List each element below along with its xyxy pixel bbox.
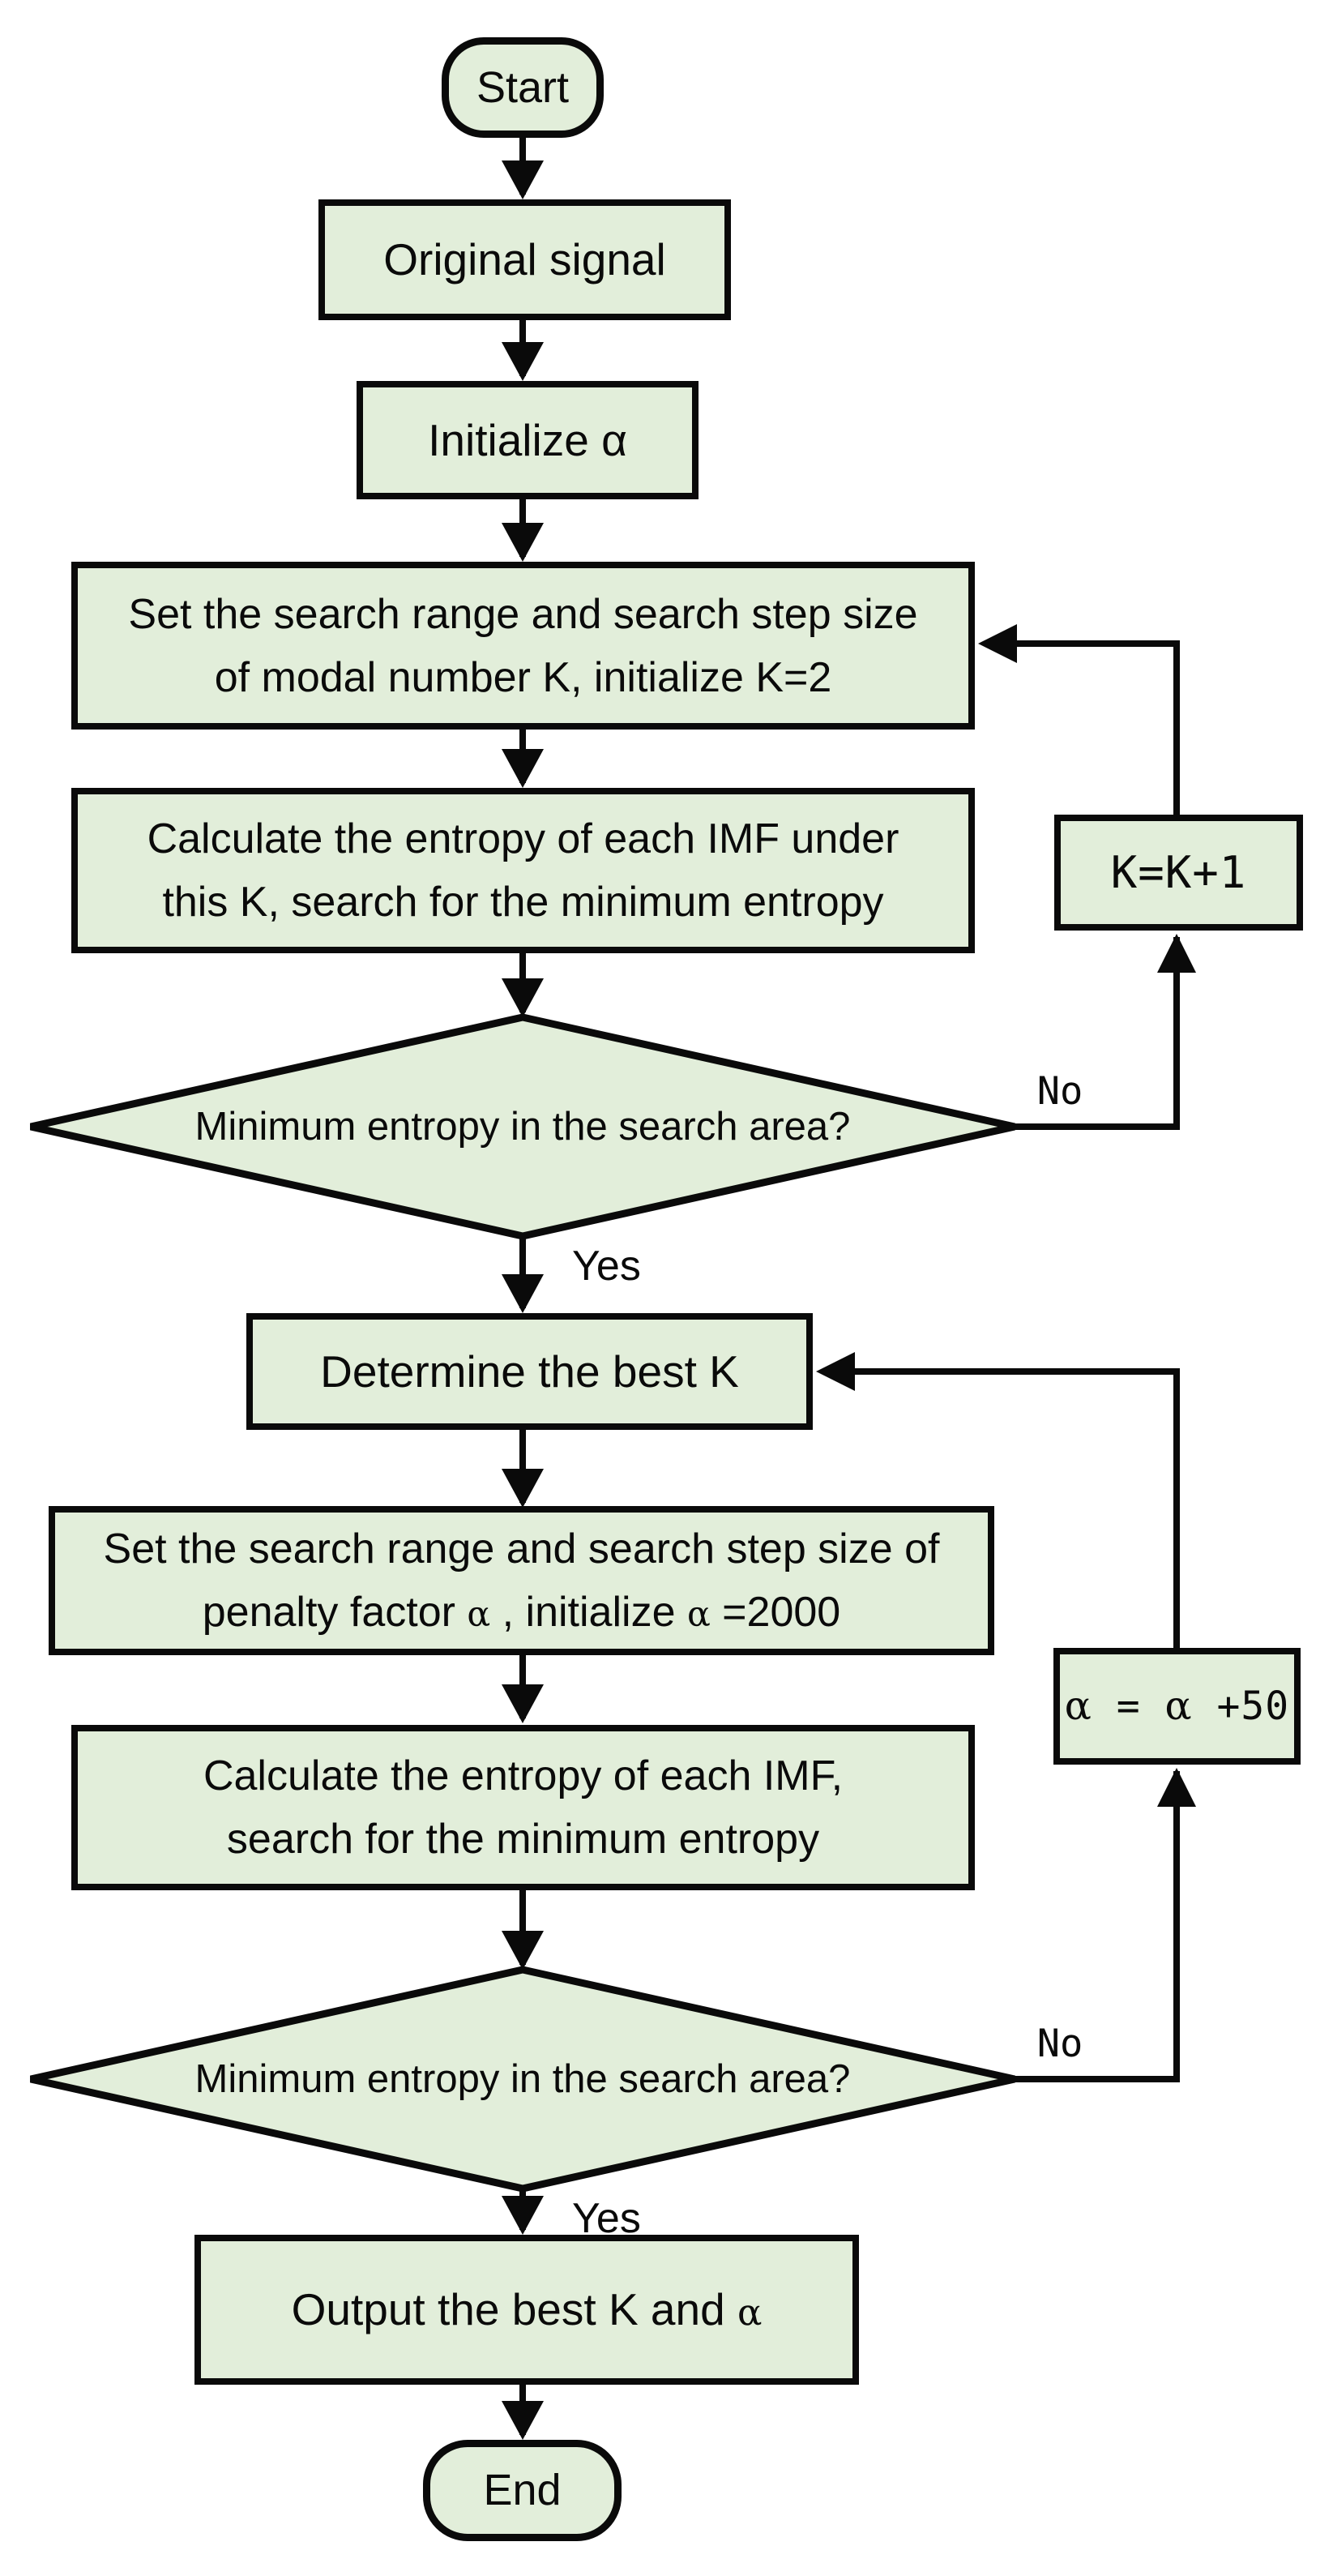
node-end: End (423, 2440, 622, 2541)
alpha-symbol: α (1064, 1683, 1092, 1730)
node-determine-best-k-label: Determine the best K (320, 1346, 739, 1397)
node-k-increment: K=K+1 (1054, 815, 1303, 931)
node-set-k-range-line1: Set the search range and search step siz… (128, 590, 918, 638)
node-end-label: End (483, 2466, 562, 2514)
node-set-k-range: Set the search range and search step siz… (71, 562, 975, 730)
alpha-symbol: α (686, 1594, 711, 1635)
node-calc-entropy-k-line2: this K, search for the minimum entropy (162, 879, 884, 926)
node-calc-entropy-alpha-line1: Calculate the entropy of each IMF, (203, 1752, 844, 1799)
arrowhead-determine-to-setalpha (502, 1469, 544, 1508)
node-output-result: Output the best K and α (194, 2235, 859, 2385)
arrowhead-decisionk-yes (502, 1274, 544, 1313)
node-original-signal-label: Original signal (383, 234, 666, 285)
arrowhead-calcalpha-to-decisionalpha (502, 1931, 544, 1970)
node-set-alpha-range-line1: Set the search range and search step siz… (103, 1525, 940, 1573)
edge-label-no-k: No (1036, 1068, 1083, 1114)
arrowhead-start-to-original (502, 160, 544, 199)
arrowhead-output-to-end (502, 2401, 544, 2440)
alpha-symbol: α (1164, 1683, 1193, 1730)
node-set-alpha-range: Set the search range and search step siz… (49, 1506, 994, 1655)
edge-decisionalpha-no (1015, 1771, 1180, 2082)
alpha-symbol: α (737, 2291, 763, 2334)
node-initialize-alpha-label: Initialize α (428, 414, 627, 465)
node-calc-entropy-alpha: Calculate the entropy of each IMF, searc… (71, 1725, 975, 1890)
node-alpha-increment: α = α +50 (1053, 1648, 1301, 1765)
edge-label-yes-k: Yes (572, 1243, 641, 1290)
node-original-signal: Original signal (318, 199, 731, 320)
edge-kincrement-loop (1013, 640, 1180, 815)
arrowhead-setalpha-to-calcalpha (502, 1684, 544, 1723)
arrowhead-decisionk-no (1157, 934, 1196, 973)
node-calc-entropy-k: Calculate the entropy of each IMF under … (71, 788, 975, 953)
alpha-symbol: α (467, 1594, 491, 1635)
arrowhead-decisionalpha-yes (502, 2196, 544, 2235)
node-start: Start (442, 37, 604, 138)
decision-alpha-label: Minimum entropy in the search area? (194, 2057, 851, 2101)
node-alpha-increment-label: α = α +50 (1064, 1683, 1290, 1730)
arrowhead-initialize-to-setk (502, 523, 544, 562)
arrowhead-kincrement-loop (978, 624, 1017, 663)
node-start-label: Start (476, 62, 570, 112)
node-output-result-label: Output the best K and α (291, 2284, 763, 2335)
node-calc-entropy-k-line1: Calculate the entropy of each IMF under (147, 815, 899, 862)
arrowhead-decisionalpha-no (1157, 1768, 1196, 1807)
arrowhead-setk-to-calck (502, 749, 544, 788)
node-set-k-range-line2: of modal number K, initialize K=2 (214, 653, 832, 701)
decision-k-label: Minimum entropy in the search area? (194, 1105, 851, 1149)
edge-decisionk-no (1015, 937, 1180, 1130)
edge-label-yes-alpha: Yes (572, 2195, 641, 2242)
node-determine-best-k: Determine the best K (246, 1313, 813, 1430)
arrowhead-calck-to-decisionk (502, 978, 544, 1017)
edge-alphaincrement-loop (851, 1368, 1180, 1648)
node-initialize-alpha: Initialize α (357, 381, 699, 499)
arrowhead-original-to-initialize (502, 342, 544, 381)
node-set-alpha-range-line2: penalty factor α , initialize α =2000 (202, 1589, 841, 1636)
node-calc-entropy-alpha-line2: search for the minimum entropy (226, 1816, 820, 1863)
node-k-increment-label: K=K+1 (1110, 847, 1247, 898)
arrowhead-alphaincrement-loop (816, 1352, 855, 1391)
edge-label-no-alpha: No (1036, 2021, 1083, 2066)
